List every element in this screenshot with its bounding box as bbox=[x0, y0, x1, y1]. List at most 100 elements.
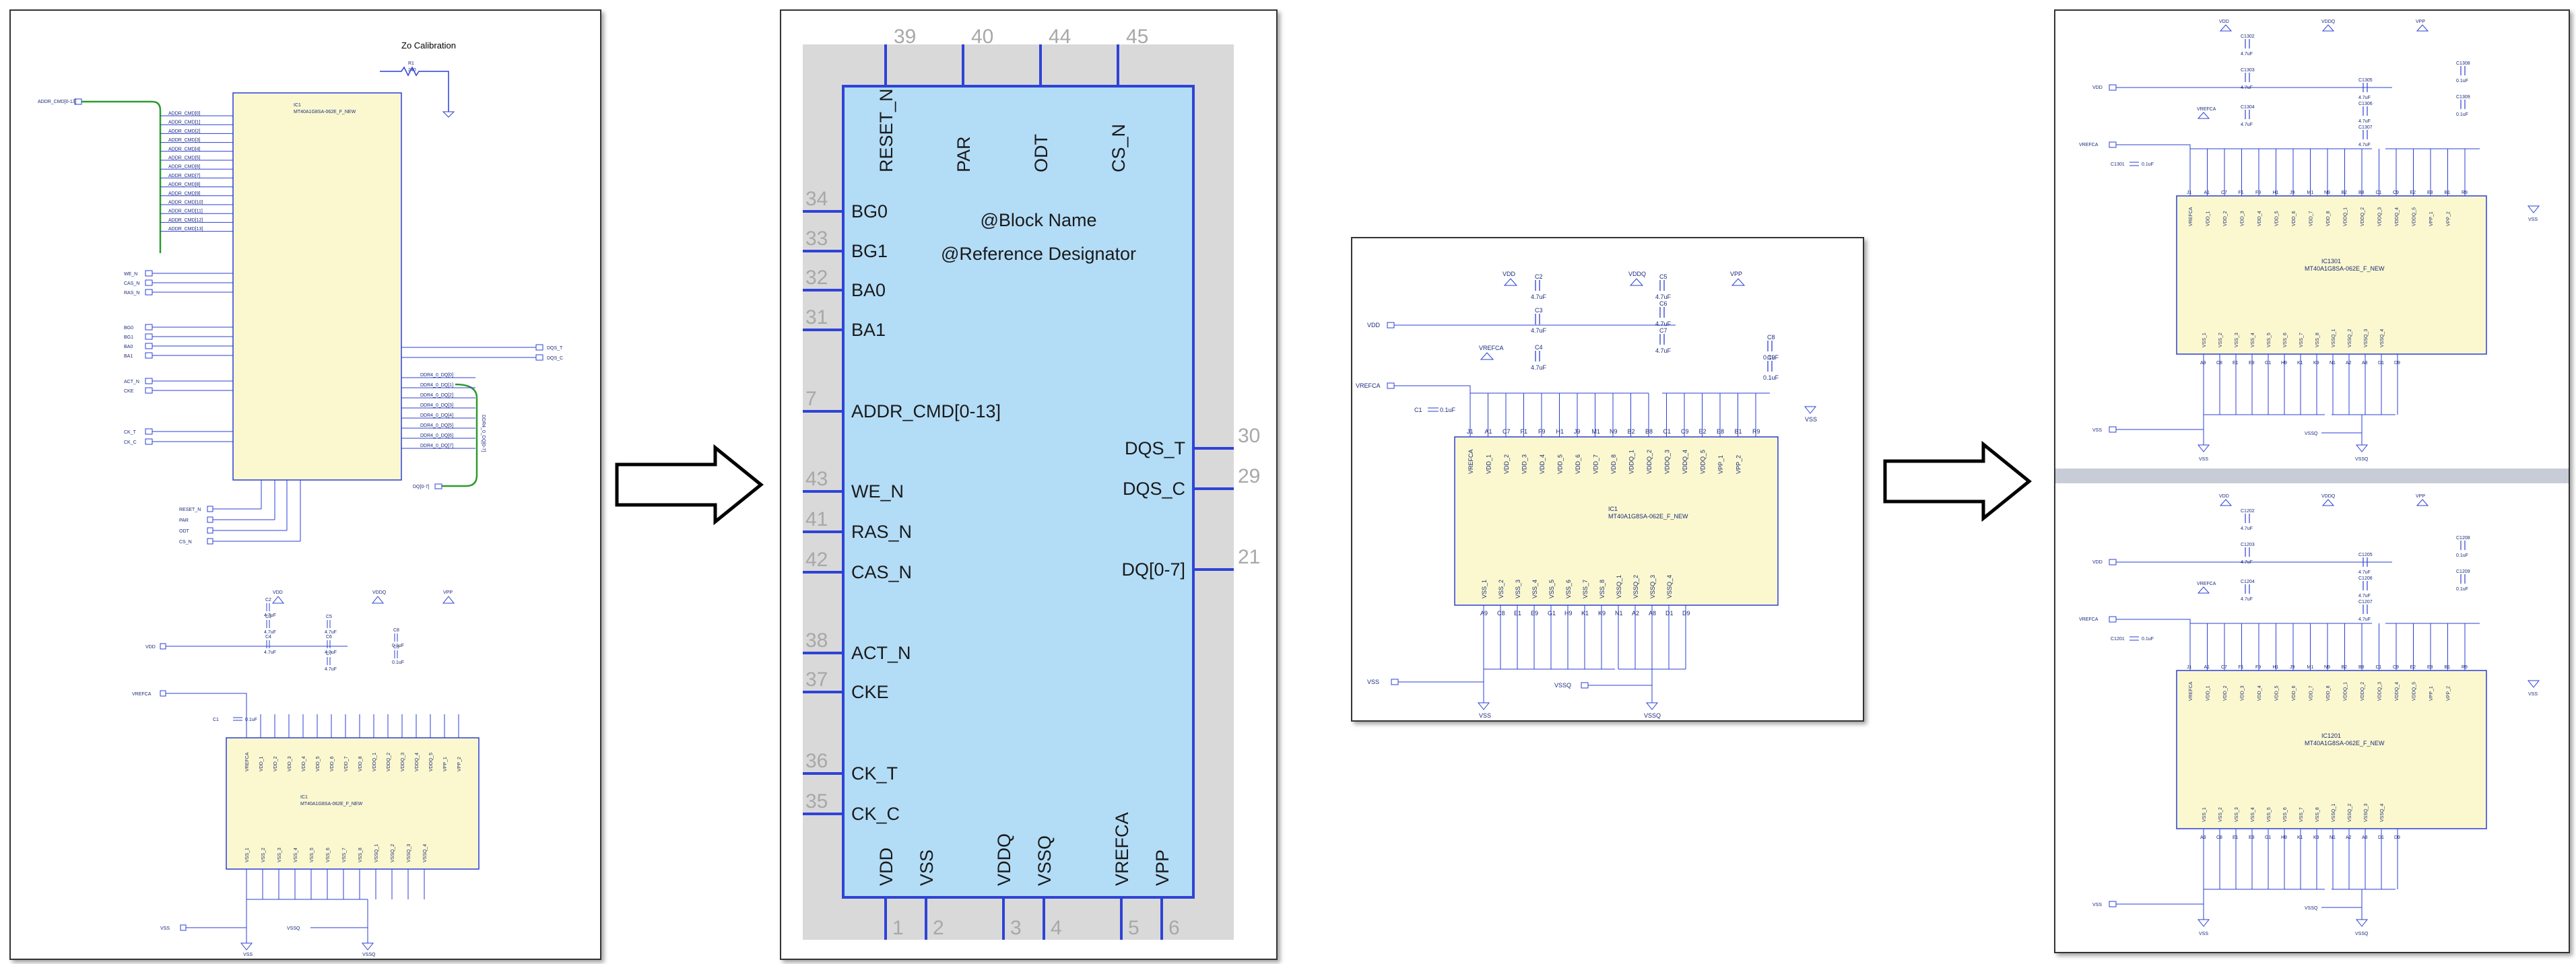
addr-pin-label: ADDR_CMD[6] bbox=[168, 165, 201, 170]
copy-vssq-symbol bbox=[2355, 919, 2369, 927]
mini-bot-pin: VSS_5 bbox=[310, 848, 315, 862]
copy-top-pin: VREFCA bbox=[2189, 207, 2193, 226]
mini-top-pin: VDD_6 bbox=[330, 756, 335, 771]
copy-bottom-num: A2 bbox=[2346, 361, 2352, 366]
addr-pin-label: ADDR_CMD[5] bbox=[168, 156, 201, 161]
copy-vss-right-symbol bbox=[2527, 680, 2540, 688]
power-cap-val: 0.1uF bbox=[1763, 374, 1779, 381]
in-net-label: ADDR_CMD[0-13] bbox=[38, 100, 77, 104]
out-flag bbox=[535, 354, 543, 361]
mini-top-pin: VDD_2 bbox=[273, 756, 278, 771]
power-ic-part: MT40A1G8SA-062E_F_NEW bbox=[1608, 513, 1688, 520]
ic1-power-symbol[interactable] bbox=[226, 737, 480, 870]
schematic-panel[interactable]: Zo Calibration R1 240 IC1 MT40A1G8SA-062… bbox=[9, 9, 601, 960]
copy-rail-symbol bbox=[2416, 499, 2429, 506]
ctrl-flag bbox=[145, 343, 153, 349]
block-left-pin-num: 32 bbox=[805, 267, 828, 289]
copy-vss-net: VSS bbox=[2092, 428, 2102, 433]
block-top-pin-label: CS_N bbox=[1109, 124, 1129, 172]
power-bottom-pin: VSS_8 bbox=[1599, 580, 1606, 598]
copy-top-num: J1 bbox=[2187, 665, 2192, 670]
copy-top-num: E8 bbox=[2427, 191, 2433, 195]
arrow-right-icon bbox=[615, 444, 764, 525]
mini-bot-pin: VSS_3 bbox=[277, 848, 282, 862]
copy-bottom-num: D1 bbox=[2378, 835, 2384, 840]
copy-rail-symbol bbox=[2219, 24, 2233, 32]
ctrl-net-label: RAS_N bbox=[124, 291, 139, 296]
copy-bottom[interactable]: IC1201MT40A1G8SA-062E_F_NEWJ1VREFCAA1VDD… bbox=[2079, 494, 2540, 936]
block-bottom-pin-label: VREFCA bbox=[1112, 812, 1132, 886]
copy-bottom-num: E9 bbox=[2249, 361, 2255, 366]
dq-pin-label: DDR4_0_DQ[6] bbox=[420, 434, 453, 438]
power-bottom-pin: VSS_6 bbox=[1565, 580, 1572, 598]
copy-rail-label: VDD bbox=[2219, 20, 2229, 24]
copy-cap-val: 4.7uF bbox=[2358, 594, 2371, 598]
power-cap-ref: C3 bbox=[1535, 307, 1543, 314]
out-net-label: DQS_T bbox=[547, 346, 563, 351]
power-rail-label: VDD bbox=[1502, 271, 1516, 277]
copy-ic-ref: IC1301 bbox=[2321, 258, 2341, 265]
copy-top-num: E2 bbox=[2410, 191, 2416, 195]
power-cap-ref: C5 bbox=[1659, 273, 1667, 280]
ic1-symbol[interactable] bbox=[232, 92, 402, 481]
copy-vss-flag bbox=[2109, 901, 2117, 907]
dq-bus bbox=[442, 383, 478, 487]
power-top-num: B1 bbox=[1735, 428, 1742, 435]
copy-top-num: F9 bbox=[2255, 191, 2261, 195]
copy-ic-part: MT40A1G8SA-062E_F_NEW bbox=[2305, 740, 2385, 747]
block-bottom-pin-label: VDD bbox=[876, 848, 896, 886]
copy-bottom-pin: VSS_3 bbox=[2235, 807, 2239, 822]
copy-cap-ref: C1308 bbox=[2456, 61, 2470, 66]
ic1-power-part: MT40A1G8SA-062E_F_NEW bbox=[300, 802, 363, 806]
power-top-num: H1 bbox=[1556, 428, 1564, 435]
mini-cap-ref: C3 bbox=[265, 615, 271, 619]
copy-bottom-num: H9 bbox=[2281, 835, 2287, 840]
copy-top-num: E8 bbox=[2427, 665, 2433, 670]
copy-top-num: B1 bbox=[2445, 665, 2451, 670]
addr-pin-label: ADDR_CMD[12] bbox=[168, 218, 203, 223]
block-right-pin-label: DQS_C bbox=[1123, 479, 1185, 499]
block-left-pin-label: CAS_N bbox=[851, 562, 912, 582]
power-top-pin: VDD_6 bbox=[1575, 454, 1581, 474]
block-left-pin-label: ACT_N bbox=[851, 643, 911, 663]
mini-cap-val: 4.7uF bbox=[264, 630, 276, 635]
power-cap-val: 4.7uF bbox=[1655, 320, 1672, 327]
zq-resistor-wire bbox=[380, 66, 449, 112]
copy-top-pin: VDDQ_1 bbox=[2344, 682, 2348, 701]
addr-pin-label: ADDR_CMD[8] bbox=[168, 182, 201, 187]
mini-top-pin: VDDQ_5 bbox=[429, 753, 434, 771]
copy-bottom-num: C8 bbox=[2216, 835, 2222, 840]
block-body[interactable] bbox=[842, 85, 1195, 899]
copy-cap-val: 4.7uF bbox=[2358, 96, 2371, 100]
copy-c1-ref: C1201 bbox=[2111, 637, 2125, 642]
mini-vssq-net: VSSQ bbox=[287, 926, 300, 931]
power-ic-ref: IC1 bbox=[1608, 506, 1618, 512]
power-vssq-net: VSSQ bbox=[1554, 682, 1571, 689]
copy-top-num: J1 bbox=[2187, 191, 2192, 195]
ctrl-net-label: ACT_N bbox=[124, 380, 139, 384]
copy-rail-label: VDD bbox=[2219, 494, 2229, 499]
power-ic-symbol[interactable] bbox=[1454, 436, 1779, 606]
copy-top-num: J9 bbox=[2290, 665, 2295, 670]
copy-top-pin: VDD_5 bbox=[2275, 211, 2280, 226]
copy-rail-wires bbox=[2116, 87, 2480, 149]
block-top-pin-num: 39 bbox=[894, 26, 916, 48]
copy-top-pin: VREFCA bbox=[2189, 681, 2193, 701]
power-bottom-num: N1 bbox=[1615, 610, 1623, 617]
ctrl-net-label: CKE bbox=[124, 389, 134, 394]
copy-top-num: C9 bbox=[2393, 665, 2399, 670]
ctrl-flag bbox=[145, 352, 153, 359]
copy-rail-label: VREFCA bbox=[2197, 107, 2216, 112]
power-bottom-pin: VSS_1 bbox=[1481, 580, 1488, 598]
power-bottom-pin: VSS_2 bbox=[1498, 580, 1505, 598]
power-vssq-flag bbox=[1581, 682, 1589, 689]
block-bottom-pin-num: 4 bbox=[1051, 917, 1062, 939]
copy-top-num: A1 bbox=[2204, 665, 2210, 670]
power-bottom-pin: VSSQ_2 bbox=[1632, 575, 1639, 598]
copy-top-num: B1 bbox=[2445, 191, 2451, 195]
copy-top[interactable]: IC1301MT40A1G8SA-062E_F_NEWJ1VREFCAA1VDD… bbox=[2079, 20, 2540, 462]
